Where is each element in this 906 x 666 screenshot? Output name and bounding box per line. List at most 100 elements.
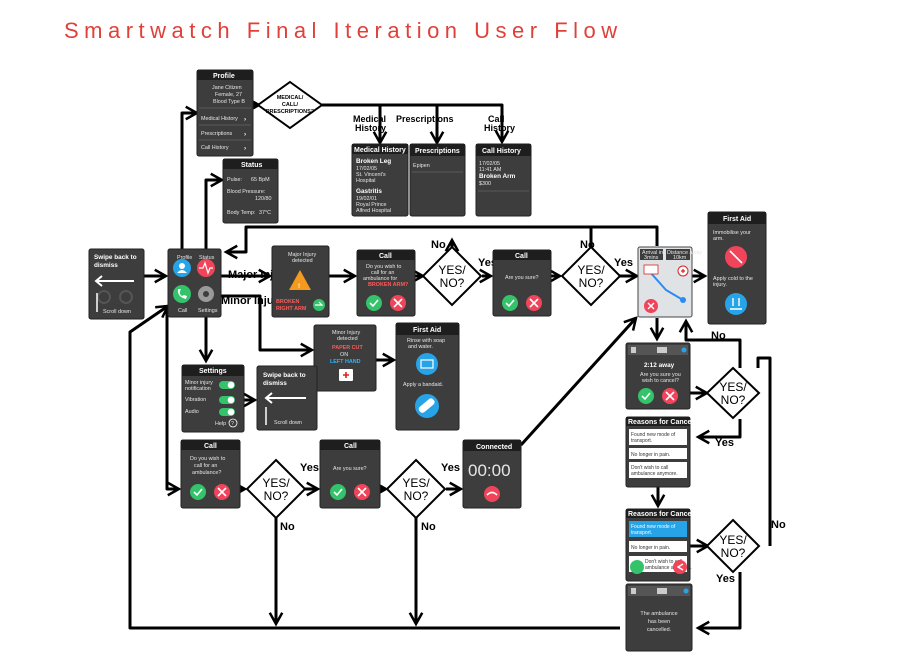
swipe-back-settings-screen[interactable]: Swipe back to dismiss Scroll down xyxy=(256,365,318,431)
svg-text:00:00: 00:00 xyxy=(468,461,511,480)
svg-text:Call: Call xyxy=(344,443,357,450)
major-injury-screen[interactable]: Major Injury detected ! BROKEN RIGHT ARM xyxy=(271,245,330,318)
ambulance-map-screen[interactable]: Arrival in 3mins Distance away 10km xyxy=(637,246,702,318)
home-screen[interactable]: Profile Status Call Settings xyxy=(167,248,222,318)
svg-text:No longer in pain.: No longer in pain. xyxy=(631,452,670,458)
cancel-confirm-screen[interactable]: 2:12 away Are you sure you wish to cance… xyxy=(625,342,691,410)
svg-text:St. Vincent's: St. Vincent's xyxy=(356,172,386,178)
status-screen[interactable]: Status Pulse: 65 BpM Blood Pressure: 120… xyxy=(222,158,279,224)
svg-text:BROKEN ARM?: BROKEN ARM? xyxy=(368,282,408,288)
confirm-button[interactable] xyxy=(190,484,206,500)
reason-option-selected[interactable] xyxy=(629,521,687,537)
call-confirm-screen[interactable]: Call Are you sure? xyxy=(319,439,381,509)
svg-text:No: No xyxy=(421,521,436,533)
confirm-button[interactable] xyxy=(630,560,644,574)
svg-text:First Aid: First Aid xyxy=(413,327,441,334)
decision-manual-confirm: YES/ NO? xyxy=(385,458,447,520)
svg-text:17/02/05: 17/02/05 xyxy=(479,161,500,167)
svg-text:Call: Call xyxy=(178,308,187,314)
svg-text:Yes: Yes xyxy=(715,437,734,449)
svg-text:10km: 10km xyxy=(673,255,687,261)
first-aid-minor-screen[interactable]: First Aid Rinse with soap and water. App… xyxy=(395,322,460,431)
svg-text:!: ! xyxy=(298,283,300,290)
svg-text:Immobilise your: Immobilise your xyxy=(713,230,751,236)
call-confirm-major-screen[interactable]: Call Are you sure? xyxy=(492,249,552,317)
profile-screen[interactable]: Profile Jane Citizen Female, 27 Blood Ty… xyxy=(196,69,254,157)
svg-text:Minor injury: Minor injury xyxy=(185,380,213,386)
svg-text:Yes: Yes xyxy=(614,257,633,269)
medical-history-screen[interactable]: Medical History Broken Leg 17/02/05 St. … xyxy=(351,143,409,217)
svg-text:Distance away: Distance away xyxy=(667,250,702,256)
menu-prescriptions[interactable]: Prescriptions xyxy=(201,131,232,137)
svg-text:YES/: YES/ xyxy=(719,380,747,394)
confirm-button[interactable] xyxy=(330,484,346,500)
svg-text:37°C: 37°C xyxy=(259,210,271,216)
call-icon[interactable] xyxy=(173,285,191,303)
svg-text:Status: Status xyxy=(241,162,263,169)
svg-text:YES/: YES/ xyxy=(577,263,605,277)
menu-call-history[interactable]: Call History xyxy=(201,145,229,151)
svg-text:ON: ON xyxy=(340,352,348,358)
menu-medical-history[interactable]: Medical History xyxy=(201,116,238,122)
confirm-button[interactable] xyxy=(502,295,518,311)
help-icon[interactable] xyxy=(228,418,238,428)
svg-text:NO?: NO? xyxy=(579,276,604,290)
svg-text:BROKEN: BROKEN xyxy=(276,299,299,305)
back-button[interactable] xyxy=(673,560,687,574)
reasons-for-cancel-screen[interactable]: Reasons for Cancel Found new mode of tra… xyxy=(625,416,693,488)
call-history-screen[interactable]: Call History 17/02/05 11:41 AM Broken Ar… xyxy=(475,143,532,217)
svg-text:MEDICAL/: MEDICAL/ xyxy=(277,95,304,101)
svg-text:Jane Citizen: Jane Citizen xyxy=(212,85,242,91)
reason-option[interactable] xyxy=(629,462,687,478)
svg-text:Pulse:: Pulse: xyxy=(227,177,242,183)
call-ambulance-screen[interactable]: Call Do you wish to call for an ambulanc… xyxy=(180,439,241,509)
minor-injury-screen[interactable]: Minor Injury detected PAPER CUT ON LEFT … xyxy=(313,324,377,392)
svg-text:Don't wish to call: Don't wish to call xyxy=(631,465,668,471)
svg-text:RIGHT ARM: RIGHT ARM xyxy=(276,306,307,312)
svg-text:Prescriptions: Prescriptions xyxy=(415,148,460,155)
reason-option[interactable] xyxy=(629,541,687,552)
svg-text:No: No xyxy=(580,239,595,251)
svg-text:NO?: NO? xyxy=(721,393,746,407)
svg-text:Minor Injury: Minor Injury xyxy=(221,295,285,307)
decision-cancel: YES/ NO? xyxy=(705,366,761,420)
settings-screen[interactable]: Settings Minor injury notification Vibra… xyxy=(181,364,245,433)
svg-text:Swipe back to: Swipe back to xyxy=(263,372,306,379)
connected-screen[interactable]: Connected 00:00 xyxy=(462,439,522,509)
svg-text:Arrival in: Arrival in xyxy=(642,250,663,256)
svg-text:Alfred Hospital: Alfred Hospital xyxy=(356,208,391,214)
svg-text:Audio: Audio xyxy=(185,409,199,415)
svg-text:Medical: Medical xyxy=(353,114,386,124)
confirm-cancel-button[interactable] xyxy=(638,388,654,404)
confirm-button[interactable] xyxy=(366,295,382,311)
svg-text:Medical History: Medical History xyxy=(354,147,406,154)
svg-text:No: No xyxy=(280,521,295,533)
svg-text:Vibration: Vibration xyxy=(185,397,206,403)
svg-text:YES/: YES/ xyxy=(719,533,747,547)
svg-text:Scroll down: Scroll down xyxy=(103,309,131,315)
svg-text:Swipe back to: Swipe back to xyxy=(94,254,137,261)
reason-option[interactable] xyxy=(629,448,687,459)
call-ambulance-major-screen[interactable]: Call Do you wish to call for an ambulanc… xyxy=(356,249,416,317)
svg-text:No: No xyxy=(431,239,446,251)
reason-option[interactable] xyxy=(629,429,687,445)
svg-text:11:41 AM: 11:41 AM xyxy=(479,167,502,173)
end-call-button[interactable] xyxy=(484,486,500,502)
svg-text:ambulance for: ambulance for xyxy=(363,276,397,282)
decision-manual-call: YES/ NO? xyxy=(245,458,307,520)
svg-text:Scroll down: Scroll down xyxy=(274,420,302,426)
svg-text:Major Injury: Major Injury xyxy=(288,252,316,258)
svg-text:CALL/: CALL/ xyxy=(282,102,299,108)
ambulance-cancelled-screen[interactable]: The ambulance has been cancelled. xyxy=(625,583,693,652)
svg-text:NO?: NO? xyxy=(404,489,429,503)
prescriptions-screen[interactable]: Prescriptions Epipen xyxy=(409,143,466,217)
swipe-back-screen[interactable]: Swipe back to dismiss Scroll down xyxy=(88,248,145,320)
reasons-for-cancel-selected-screen[interactable]: Reasons for Cancel Found new mode of tra… xyxy=(625,508,693,582)
svg-text:Yes: Yes xyxy=(716,573,735,585)
svg-text:Gastritis: Gastritis xyxy=(356,188,382,195)
first-aid-major-screen[interactable]: First Aid Immobilise your arm. Apply col… xyxy=(707,211,767,325)
decision-major-confirm: YES/ NO? xyxy=(560,245,622,307)
svg-text:arm.: arm. xyxy=(713,236,724,242)
